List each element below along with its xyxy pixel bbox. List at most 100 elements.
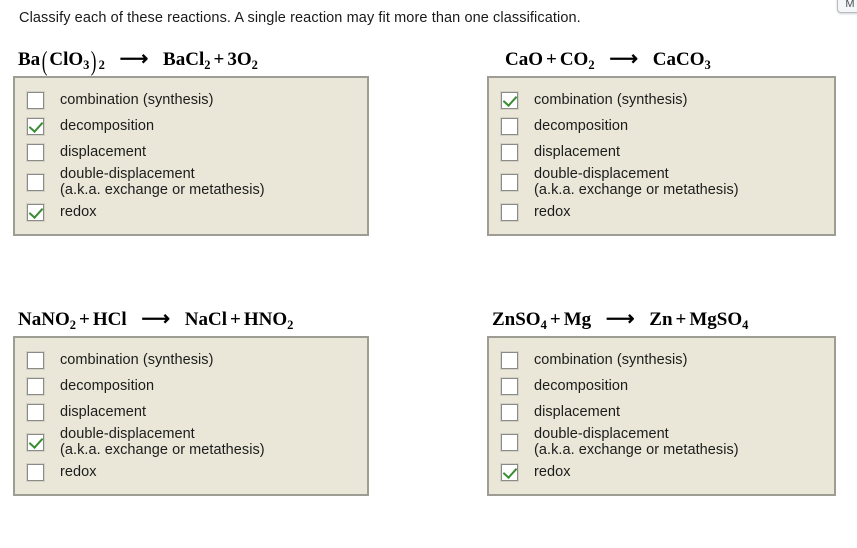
option-row-decomposition[interactable]: decomposition [501, 113, 824, 139]
eq1-inner: ClO [49, 49, 84, 71]
option-row-double-displacement[interactable]: double-displacement (a.k.a. exchange or … [27, 165, 357, 199]
equation-3-product: NaCl+HNO2 [185, 303, 294, 338]
checkbox-double-displacement[interactable] [501, 433, 518, 451]
option-row-displacement[interactable]: displacement [27, 139, 357, 165]
option-row-redox[interactable]: redox [501, 199, 824, 225]
option-label-double-displacement: double-displacement (a.k.a. exchange or … [60, 426, 265, 458]
option-label-decomposition: decomposition [534, 378, 629, 394]
option-row-redox[interactable]: redox [27, 459, 357, 485]
option-label-double-line1: double-displacement [534, 166, 669, 182]
checkbox-redox[interactable] [27, 203, 44, 221]
option-row-combination[interactable]: combination (synthesis) [501, 87, 824, 113]
option-row-combination[interactable]: combination (synthesis) [27, 87, 357, 113]
eq2-prod-a-sub: 3 [704, 58, 711, 73]
checkbox-double-displacement[interactable] [27, 433, 44, 451]
eq4-react-a-sub: 4 [540, 318, 547, 333]
eq1-prod-a: BaCl [163, 49, 205, 71]
eq3-react-op: + [79, 309, 90, 331]
checkbox-redox[interactable] [501, 463, 518, 481]
eq4-react-op: + [549, 309, 561, 331]
option-label-combination: combination (synthesis) [60, 352, 214, 368]
reaction-block-2: CaO+CO2 ⟶ CaCO3 combination (synthesis) … [487, 42, 836, 236]
eq2-react-b: CO [559, 49, 589, 71]
checkbox-combination[interactable] [501, 351, 518, 369]
option-label-displacement: displacement [534, 144, 621, 160]
eq3-react-b: HCl [92, 309, 127, 331]
checkbox-double-displacement[interactable] [501, 173, 518, 191]
equation-2: CaO+CO2 ⟶ CaCO3 [487, 42, 836, 76]
option-row-decomposition[interactable]: decomposition [27, 113, 357, 139]
checkbox-redox[interactable] [27, 463, 44, 481]
eq3-arrow: ⟶ [141, 308, 171, 330]
reaction-block-1: Ba(ClO3)2 ⟶ BaCl2+3O2 combination (synth… [13, 42, 369, 236]
eq2-react-op: + [546, 49, 557, 71]
equation-1-product: BaCl2+3O2 [163, 43, 258, 78]
option-row-decomposition[interactable]: decomposition [27, 373, 357, 399]
option-label-double-line2: (a.k.a. exchange or metathesis) [60, 442, 265, 458]
equation-3-reactant: NaNO2+HCl [18, 303, 127, 338]
eq4-react-b: Mg [563, 309, 592, 331]
options-panel-1: combination (synthesis) decomposition di… [13, 76, 369, 236]
option-row-combination[interactable]: combination (synthesis) [501, 347, 824, 373]
eq2-react-a: CaO [505, 49, 543, 71]
option-row-redox[interactable]: redox [27, 199, 357, 225]
checkbox-decomposition[interactable] [27, 377, 44, 395]
option-row-combination[interactable]: combination (synthesis) [27, 347, 357, 373]
option-label-combination: combination (synthesis) [534, 92, 688, 108]
eq1-paren-open: ( [41, 45, 48, 77]
option-label-double-displacement: double-displacement (a.k.a. exchange or … [60, 166, 265, 198]
checkbox-decomposition[interactable] [501, 117, 518, 135]
equation-4-product: Zn+MgSO4 [649, 303, 748, 338]
checkbox-redox[interactable] [501, 203, 518, 221]
option-row-double-displacement[interactable]: double-displacement (a.k.a. exchange or … [501, 165, 824, 199]
instruction-text: Classify each of these reactions. A sing… [19, 10, 581, 26]
eq4-prod-b: MgSO [689, 309, 743, 331]
option-label-double-line1: double-displacement [534, 426, 669, 442]
equation-2-product: CaCO3 [653, 43, 711, 78]
reaction-block-4: ZnSO4+Mg ⟶ Zn+MgSO4 combination (synthes… [487, 302, 836, 496]
checkbox-combination[interactable] [501, 91, 518, 109]
checkbox-displacement[interactable] [27, 403, 44, 421]
checkbox-displacement[interactable] [501, 143, 518, 161]
option-row-displacement[interactable]: displacement [27, 399, 357, 425]
eq4-prod-op: + [675, 309, 687, 331]
option-row-double-displacement[interactable]: double-displacement (a.k.a. exchange or … [27, 425, 357, 459]
option-row-redox[interactable]: redox [501, 459, 824, 485]
equation-3: NaNO2+HCl ⟶ NaCl+HNO2 [13, 302, 369, 336]
option-label-displacement: displacement [60, 404, 147, 420]
checkbox-displacement[interactable] [501, 403, 518, 421]
checkbox-decomposition[interactable] [27, 117, 44, 135]
checkbox-combination[interactable] [27, 351, 44, 369]
option-label-decomposition: decomposition [534, 118, 629, 134]
option-row-displacement[interactable]: displacement [501, 139, 824, 165]
corner-more-button[interactable]: M [837, 0, 857, 13]
eq1-paren-close: ) [91, 45, 97, 77]
reaction-block-3: NaNO2+HCl ⟶ NaCl+HNO2 combination (synth… [13, 302, 369, 496]
equation-4: ZnSO4+Mg ⟶ Zn+MgSO4 [487, 302, 836, 336]
checkbox-double-displacement[interactable] [27, 173, 44, 191]
equation-1-reactant: Ba(ClO3)2 [18, 43, 105, 78]
option-label-redox: redox [534, 464, 571, 480]
option-label-double-displacement: double-displacement (a.k.a. exchange or … [534, 426, 739, 458]
checkbox-combination[interactable] [27, 91, 44, 109]
option-row-double-displacement[interactable]: double-displacement (a.k.a. exchange or … [501, 425, 824, 459]
eq1-outer-sub: 2 [98, 58, 105, 73]
eq1-prod-b-sub: 2 [251, 58, 258, 73]
option-row-displacement[interactable]: displacement [501, 399, 824, 425]
eq3-prod-a: NaCl [184, 309, 228, 331]
option-label-double-line1: double-displacement [60, 426, 195, 442]
option-label-double-displacement: double-displacement (a.k.a. exchange or … [534, 166, 739, 198]
option-label-decomposition: decomposition [60, 378, 155, 394]
eq2-arrow: ⟶ [609, 48, 639, 70]
equation-4-reactant: ZnSO4+Mg [492, 303, 591, 338]
eq1-prod-b: 3O [227, 49, 252, 71]
eq4-prod-b-sub: 4 [742, 318, 749, 333]
checkbox-displacement[interactable] [27, 143, 44, 161]
option-label-double-line2: (a.k.a. exchange or metathesis) [534, 182, 739, 198]
option-row-decomposition[interactable]: decomposition [501, 373, 824, 399]
option-label-double-line2: (a.k.a. exchange or metathesis) [60, 182, 265, 198]
eq3-prod-b: HNO [243, 309, 288, 331]
checkbox-decomposition[interactable] [501, 377, 518, 395]
option-label-combination: combination (synthesis) [60, 92, 214, 108]
